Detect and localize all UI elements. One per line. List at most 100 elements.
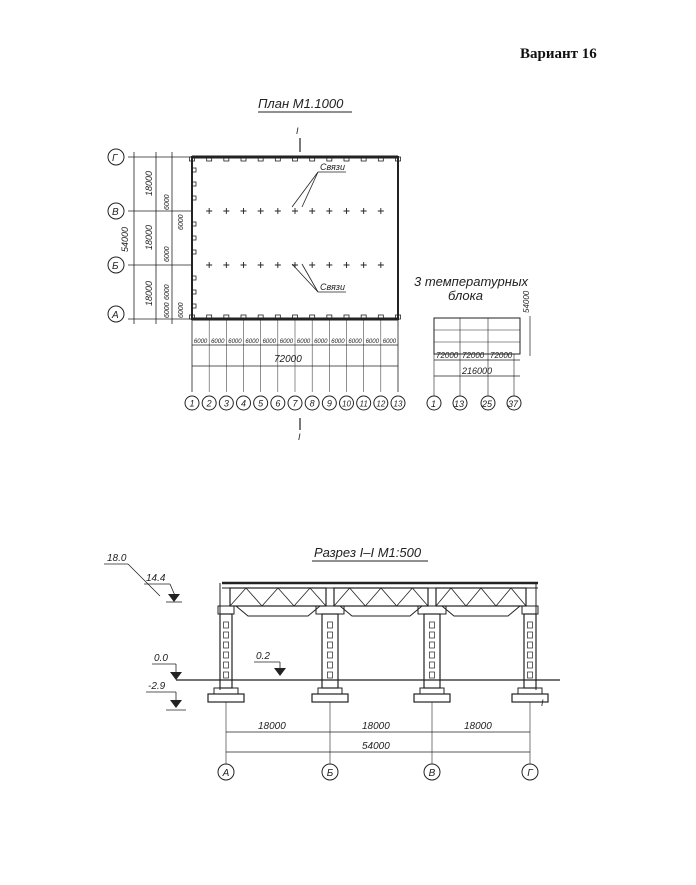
column-axis-label: 11 — [360, 400, 368, 409]
section-foundation — [213, 687, 239, 695]
section-axis-label: Б — [327, 768, 334, 779]
section-view: Разрез I–I М1:500 18.0 14.4 0.0 -2.9 0.2 — [104, 545, 560, 781]
plan-row-axes: Г В Б А — [107, 148, 125, 323]
section-title: Разрез I–I М1:500 — [314, 545, 422, 560]
row-axis-bubble — [107, 148, 125, 166]
plan-bay-dim: 6000 — [314, 339, 328, 345]
plan-bay-dim: 6000 — [297, 339, 311, 345]
plan-column-cross — [292, 208, 298, 214]
section-crane-beam — [441, 605, 521, 617]
column-axis-label: 1 — [189, 399, 194, 409]
column-axis-bubble — [253, 395, 269, 411]
section-crane-beam — [339, 605, 423, 617]
blocks-dim-3: 72000 — [490, 351, 513, 360]
plan-column-mark — [326, 156, 333, 162]
plan-cut-mark-bottom: I — [298, 432, 301, 442]
column-axis-bubble — [287, 395, 303, 411]
plan-column-mark — [206, 156, 213, 162]
section-truss — [229, 587, 327, 607]
row-axis-bubble — [107, 305, 125, 323]
plan-column-cross — [326, 262, 333, 268]
plan-column-mark — [292, 156, 298, 162]
blocks-dim-2: 72000 — [462, 351, 485, 360]
section-column — [219, 613, 233, 689]
section-column-opening — [429, 631, 435, 639]
plan-wall-mark — [191, 303, 197, 309]
plan-dim-sub-2: 6000 — [164, 246, 171, 262]
elevation-18-0: 18.0 — [107, 553, 127, 564]
block-axis-label: 25 — [481, 399, 493, 409]
blocks-grid — [433, 317, 521, 355]
bracing-label-bottom: Связи — [320, 282, 345, 292]
section-column-opening — [223, 671, 229, 679]
section-column-opening — [429, 671, 435, 679]
plan-dim-sub-3: 6000 — [164, 284, 171, 300]
section-column-opening — [327, 671, 333, 679]
plan-column-cross — [206, 208, 213, 214]
section-column-opening — [223, 661, 229, 669]
plan-column-mark — [223, 156, 230, 162]
section-total-dim: 54000 — [362, 741, 390, 752]
section-column-opening — [327, 661, 333, 669]
section-column-capital — [521, 605, 539, 615]
section-axis-bubble — [321, 763, 339, 781]
plan-wall-mark — [191, 181, 197, 187]
section-column-opening — [223, 621, 229, 629]
section-truss — [333, 587, 429, 607]
section-column-opening — [223, 641, 229, 649]
column-axis-label: 13 — [394, 400, 403, 409]
block-axis-bubble — [506, 395, 522, 411]
column-axis-bubble — [184, 395, 200, 411]
section-foundation — [317, 687, 343, 695]
blocks-height-dim: 54000 — [522, 290, 531, 313]
plan-column-cross — [343, 262, 350, 268]
section-axis-label: В — [429, 768, 436, 779]
plan-bay-dim: 6000 — [228, 339, 242, 345]
block-axis-label: 37 — [508, 399, 519, 409]
plan-bay-dim: 6000 — [263, 339, 277, 345]
plan-column-cross — [377, 262, 384, 268]
plan-wall-mark — [191, 167, 197, 173]
plan-wall-mark — [191, 275, 197, 281]
plan-total-length: 72000 — [274, 354, 302, 365]
plan-dim-sub-6: 6000 — [178, 214, 185, 230]
section-column-opening — [327, 651, 333, 659]
section-column-opening — [527, 651, 533, 659]
plan-column-mark — [189, 156, 195, 162]
plan-column-cross — [240, 262, 247, 268]
section-foundation — [419, 687, 445, 695]
plan-bay-dim: 6000 — [194, 339, 208, 345]
block-axis-bubble — [426, 395, 442, 411]
elevation-0-2: 0.2 — [256, 651, 270, 662]
elevation-marks: 18.0 14.4 0.0 -2.9 0.2 — [104, 553, 286, 711]
section-foundation-base — [413, 693, 451, 703]
section-column-opening — [327, 631, 333, 639]
section-column-opening — [527, 641, 533, 649]
section-column-opening — [429, 661, 435, 669]
section-column-opening — [223, 651, 229, 659]
row-axis-label: Б — [112, 261, 119, 272]
section-column-opening — [429, 621, 435, 629]
column-axis-bubble — [390, 395, 406, 411]
section-cut-mark: I — [541, 698, 544, 708]
section-column-capital — [315, 605, 345, 615]
plan-column-mark — [309, 156, 316, 162]
plan-bay-dim: 6000 — [245, 339, 259, 345]
plan-dim-span-2: 18000 — [144, 225, 154, 250]
plan-column-mark — [257, 156, 264, 162]
plan-title: План М1.1000 — [258, 96, 344, 111]
column-axis-label: 4 — [241, 399, 246, 409]
block-axis-bubble — [480, 395, 496, 411]
plan-column-cross — [309, 208, 316, 214]
plan-dim-sub-1: 6000 — [164, 194, 171, 210]
section-truss-web — [333, 587, 429, 607]
section-column-opening — [527, 661, 533, 669]
section-axis-bubble — [521, 763, 539, 781]
plan-total-height: 54000 — [120, 227, 130, 252]
plan-column-cross — [360, 262, 367, 268]
plan-cut-mark-top: I — [296, 126, 299, 136]
plan-column-cross — [257, 208, 264, 214]
elevation-14-4: 14.4 — [146, 573, 166, 584]
plan-wall-mark — [191, 195, 197, 201]
